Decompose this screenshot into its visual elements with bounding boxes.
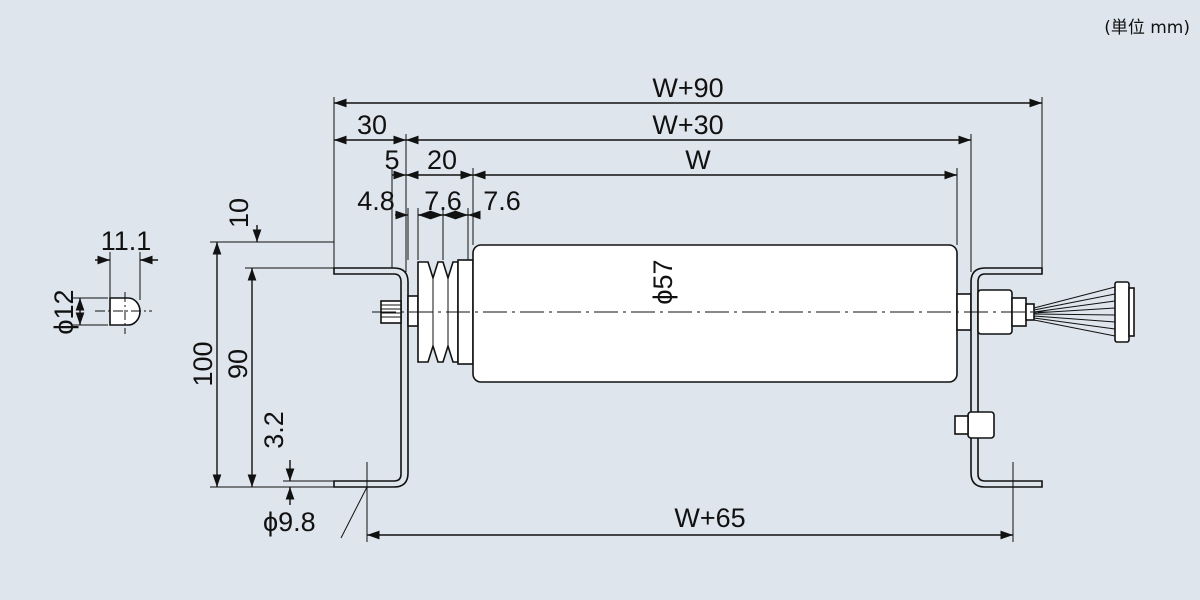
dim-shaft-dia: ϕ12 bbox=[49, 289, 79, 334]
unit-note: (単位 mm) bbox=[1104, 18, 1190, 38]
dim-mount-pitch: W+65 bbox=[674, 503, 745, 533]
shaft-end-detail bbox=[95, 292, 152, 334]
dim-gap-5: 5 bbox=[384, 145, 399, 175]
dim-thickness: 3.2 bbox=[259, 411, 289, 449]
dim-groove-7-6-a: 7.6 bbox=[424, 186, 462, 216]
dim-lines-horizontal bbox=[95, 98, 1042, 540]
dim-bracket-offset: 30 bbox=[357, 110, 387, 140]
dimension-texts: W+90 30 W+30 5 20 W 4.8 7.6 7.6 11.1 W+6… bbox=[49, 73, 746, 537]
roller-tube bbox=[472, 244, 958, 383]
dim-pulley-width: 20 bbox=[427, 145, 457, 175]
dim-hole-dia: ϕ9.8 bbox=[263, 507, 316, 537]
dim-shaft-flat: 11.1 bbox=[101, 226, 152, 256]
right-end bbox=[954, 267, 1135, 488]
dim-tube-length: W bbox=[685, 145, 711, 175]
dim-overall-length: W+90 bbox=[652, 73, 723, 103]
extension-lines bbox=[72, 97, 1043, 542]
cable-wires bbox=[1033, 286, 1116, 337]
dim-inner-length: W+30 bbox=[652, 110, 723, 140]
left-bracket bbox=[333, 267, 409, 488]
hole-leader bbox=[340, 486, 368, 539]
dim-height-90: 90 bbox=[223, 349, 253, 379]
dim-groove-4-8: 4.8 bbox=[357, 186, 395, 216]
dim-roller-dia: ϕ57 bbox=[648, 259, 678, 304]
dim-groove-7-6-b: 7.6 bbox=[483, 186, 521, 216]
dim-height-total: 100 bbox=[188, 341, 218, 386]
bracket-bolt bbox=[954, 411, 995, 439]
dim-flange-top: 10 bbox=[224, 198, 254, 228]
